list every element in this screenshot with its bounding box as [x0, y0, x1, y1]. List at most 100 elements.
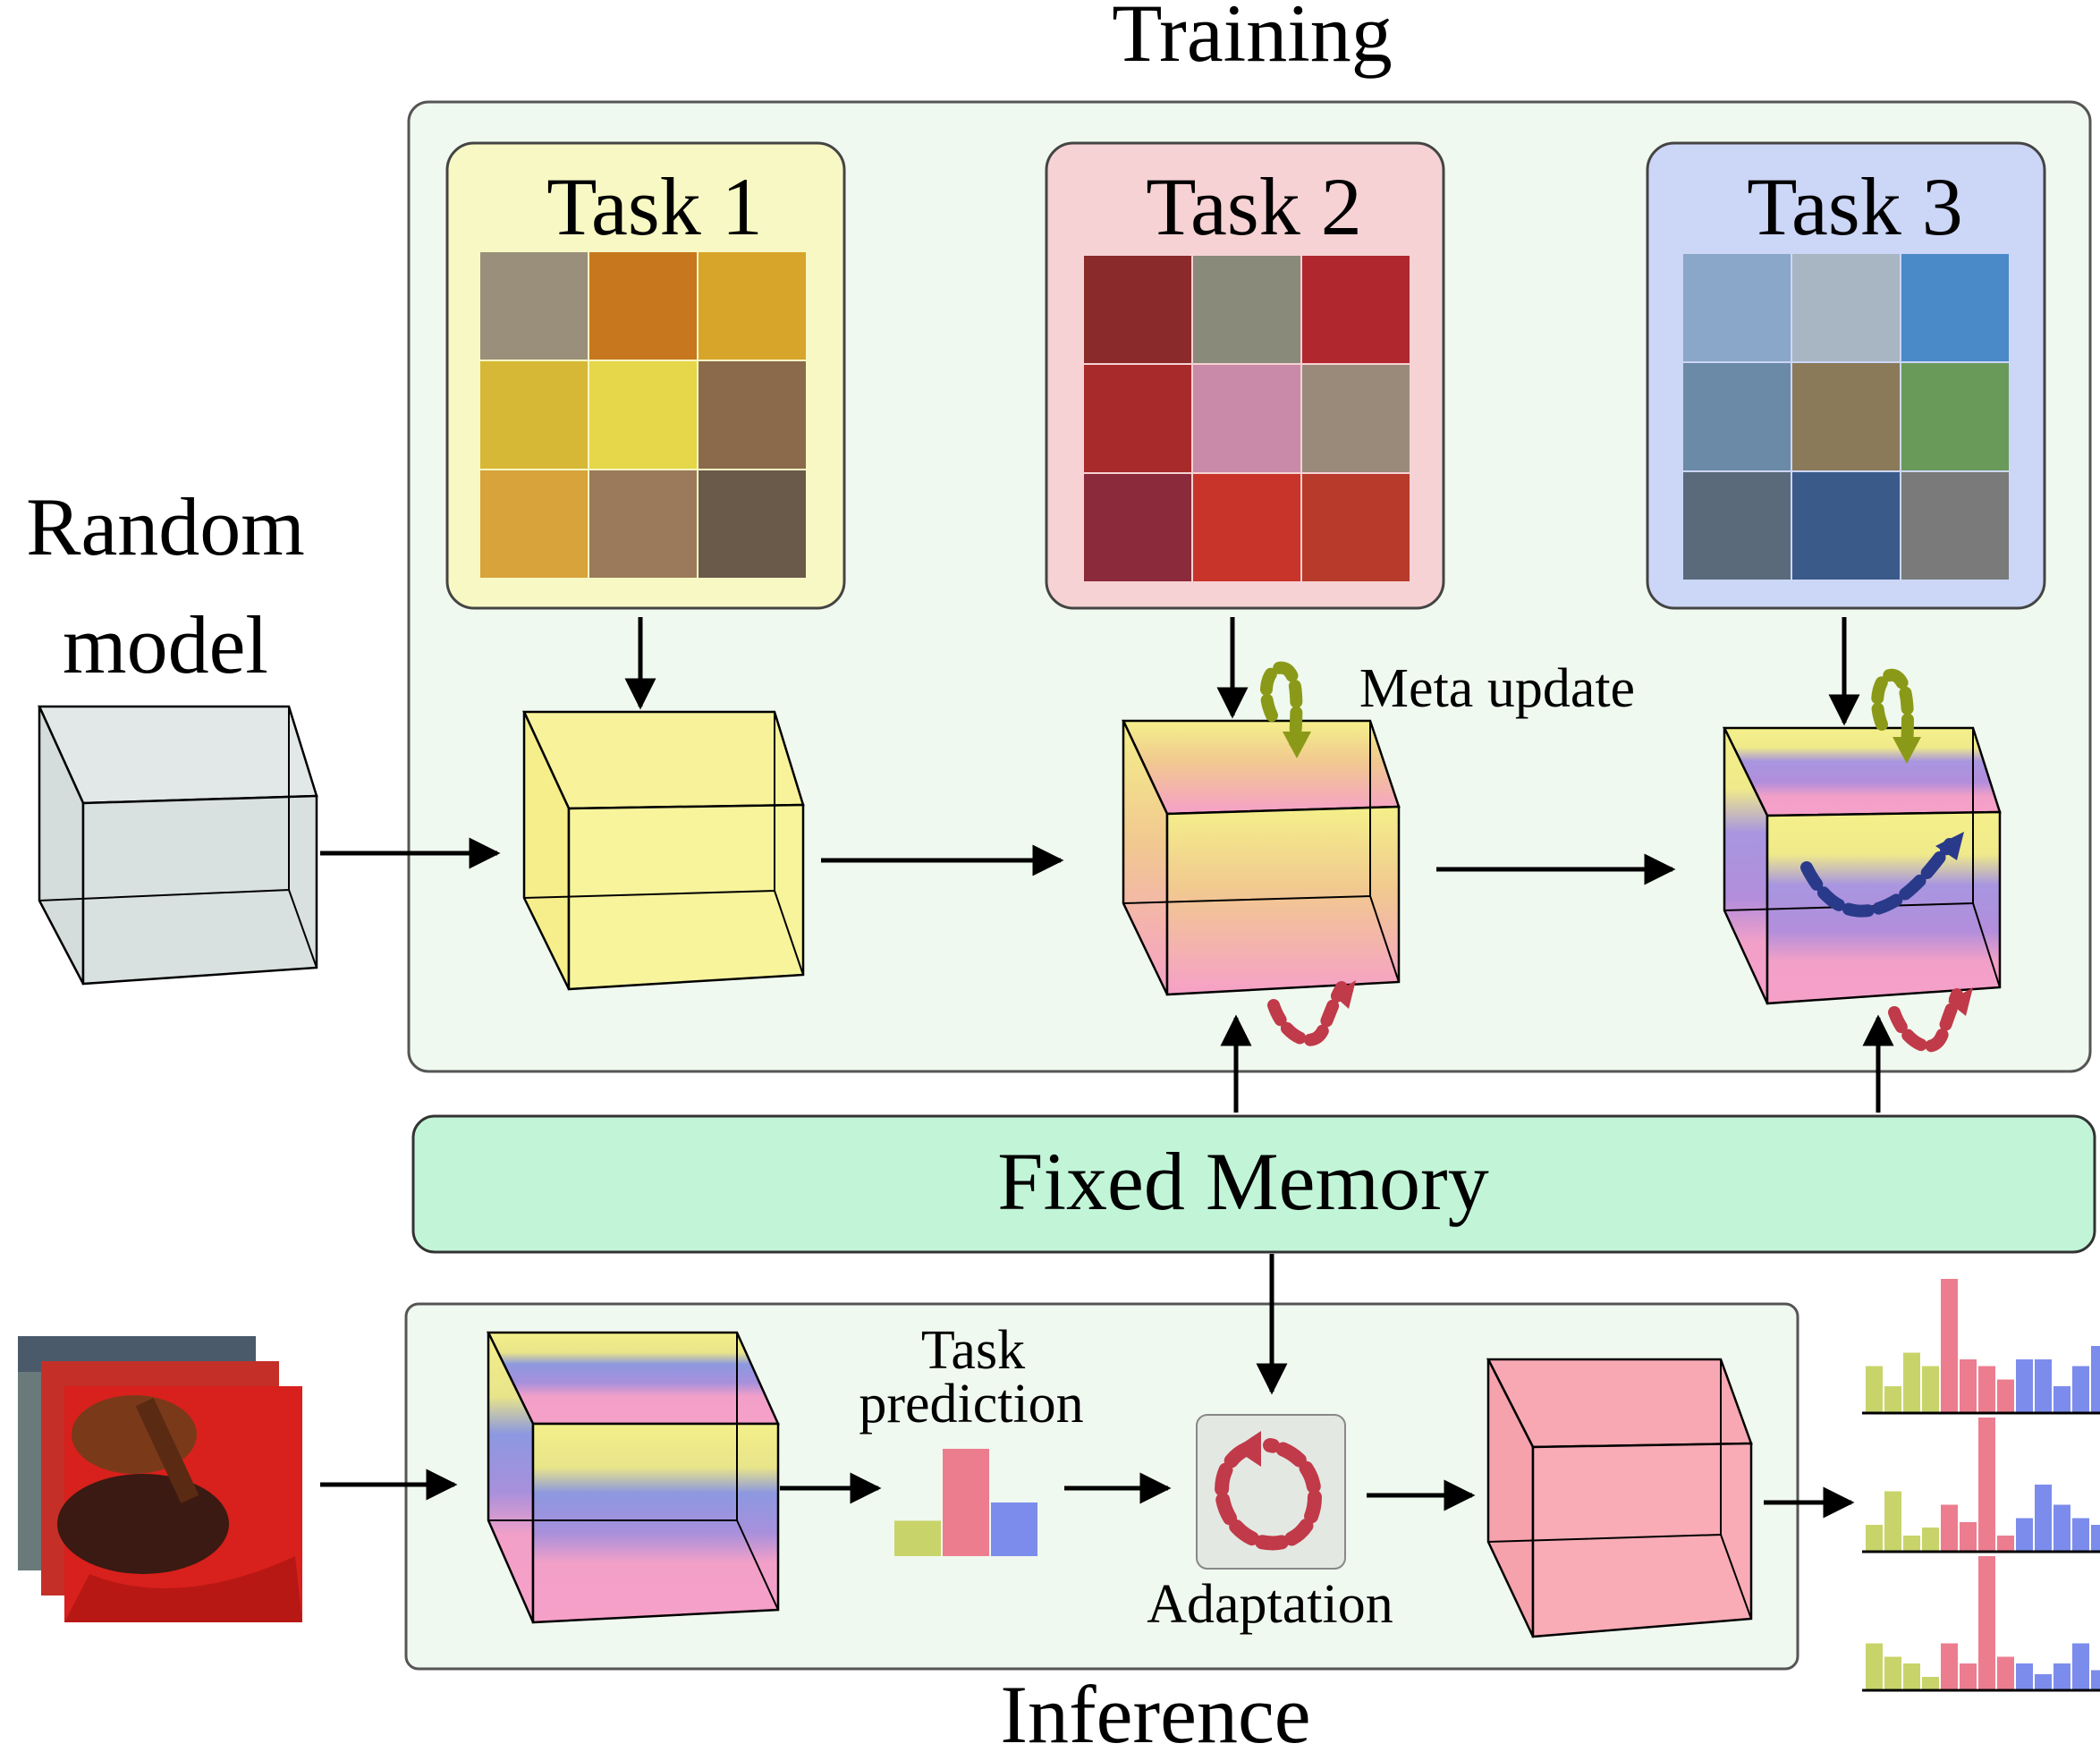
- output-histogram-bar: [2091, 1670, 2100, 1690]
- output-histogram-bar: [2035, 1674, 2052, 1690]
- meta-update-green-arrow-task2: [1259, 661, 1303, 749]
- output-histogram-bar: [1922, 1528, 1939, 1552]
- training-title: Training: [1112, 0, 1393, 79]
- task-image-thumbnail: [480, 470, 588, 578]
- output-histogram-bar: [2035, 1485, 2052, 1552]
- output-histogram-bar: [1960, 1359, 1977, 1413]
- task-image-thumbnail: [1193, 365, 1300, 472]
- task-image-thumbnail: [1683, 363, 1791, 470]
- task-title: Task 3: [1747, 161, 1962, 252]
- task-card-3: Task 3: [1646, 141, 2046, 610]
- output-histogram-bar: [1903, 1352, 1920, 1413]
- output-histogram-bar: [2053, 1386, 2070, 1413]
- output-histogram-bar: [2053, 1504, 2070, 1552]
- adaptation-label: Adaptation: [1147, 1574, 1393, 1635]
- output-histogram-bar: [1960, 1663, 1977, 1690]
- red-curly-arrow-task2: [1267, 981, 1348, 1046]
- output-histogram-bar: [1941, 1643, 1958, 1690]
- task-image-thumbnail: [1901, 363, 2009, 470]
- output-histogram: [1862, 1418, 2100, 1553]
- output-histogram-bar: [1866, 1525, 1883, 1552]
- task-image-thumbnail: [1901, 254, 2009, 361]
- output-histogram-bar: [1884, 1491, 1901, 1552]
- task-title: Task 2: [1146, 161, 1361, 252]
- task-prediction-bar: [943, 1449, 989, 1556]
- red-curly-arrowhead-task3: [1948, 987, 1973, 1016]
- task-image-thumbnail: [1193, 474, 1300, 581]
- output-histograms: [1862, 1279, 2100, 1692]
- model-cube-task2: [1122, 719, 1401, 996]
- model-cube-task3: [1722, 726, 2002, 1005]
- adaptation-cycle-arrowhead: [1234, 1431, 1261, 1467]
- task-image-thumbnail: [480, 361, 588, 469]
- task-image-thumbnail: [1084, 256, 1191, 363]
- output-histogram-bar: [1884, 1386, 1901, 1413]
- fixed-memory-label: Fixed Memory: [997, 1136, 1488, 1227]
- red-curly-arrow-task3: [1888, 988, 1963, 1053]
- output-histogram-bar: [2035, 1359, 2052, 1413]
- meta-update-green-arrowhead-task2: [1283, 732, 1311, 758]
- task-title: Task 1: [546, 161, 762, 252]
- output-histogram-bar: [2091, 1346, 2100, 1413]
- task-prediction-label-line2: prediction: [859, 1374, 1083, 1435]
- task-prediction-chart: [894, 1449, 1037, 1556]
- output-histogram-bar: [1997, 1656, 2014, 1690]
- blue-curly-arrowhead-task3: [1935, 832, 1964, 860]
- output-histogram-bar: [1922, 1366, 1939, 1413]
- task-card-1: Task 1: [445, 141, 846, 610]
- random-model-label-line1: Random: [26, 481, 305, 572]
- inference-title: Inference: [1000, 1669, 1310, 1752]
- task-image-thumbnail: [1302, 474, 1410, 581]
- output-histogram-bar: [2091, 1525, 2100, 1552]
- random-model-label-line2: model: [63, 599, 268, 690]
- meta-update-label: Meta update: [1359, 658, 1635, 719]
- task-image-thumbnail: [480, 252, 588, 360]
- output-histogram-bar: [1997, 1536, 2014, 1552]
- model-cube-task1: [522, 710, 805, 991]
- inference-adapted-cube: [1486, 1358, 1753, 1638]
- output-histogram: [1862, 1556, 2100, 1692]
- task-image-thumbnail: [1084, 474, 1191, 581]
- output-histogram-bar: [1978, 1366, 1995, 1413]
- output-histogram-bar: [2072, 1518, 2089, 1552]
- adaptation-cycle-icon: [1215, 1438, 1322, 1551]
- red-curly-arrowhead-task2: [1333, 980, 1356, 1009]
- output-histogram-bar: [2072, 1366, 2089, 1413]
- output-histogram-bar: [1941, 1504, 1958, 1552]
- task-prediction-bar: [894, 1520, 941, 1556]
- output-histogram-bar: [2053, 1663, 2070, 1690]
- output-histogram-bar: [1941, 1279, 1958, 1413]
- output-histogram-bar: [1903, 1536, 1920, 1552]
- meta-update-green-arrow-task3: [1871, 668, 1914, 754]
- task-image-thumbnail: [1683, 254, 1791, 361]
- output-histogram-bar: [2072, 1643, 2089, 1690]
- output-histogram-bar: [1978, 1418, 1995, 1552]
- task-image-thumbnail: [1084, 365, 1191, 472]
- output-histogram-bar: [1866, 1366, 1883, 1413]
- task-image-thumbnail: [589, 470, 697, 578]
- output-histogram-bar: [1903, 1663, 1920, 1690]
- output-histogram-bar: [1866, 1643, 1883, 1690]
- task-image-thumbnail: [699, 470, 806, 578]
- task-image-thumbnail: [699, 252, 806, 360]
- output-histogram-bar: [1960, 1522, 1977, 1552]
- output-histogram: [1862, 1279, 2100, 1415]
- task-image-thumbnail: [1302, 365, 1410, 472]
- task-image-thumbnail: [589, 361, 697, 469]
- task-image-thumbnail: [589, 252, 697, 360]
- output-histogram-bar: [2016, 1663, 2033, 1690]
- inference-multitask-cube: [486, 1331, 780, 1624]
- task-image-thumbnail: [1792, 363, 1900, 470]
- blue-curly-arrow-task3: [1800, 838, 1956, 918]
- task-image-thumbnail: [1193, 256, 1300, 363]
- task-card-2: Task 2: [1045, 141, 1445, 610]
- task-image-thumbnail: [699, 361, 806, 469]
- task-prediction-bar: [991, 1502, 1037, 1556]
- output-histogram-bar: [1997, 1379, 2014, 1413]
- output-histogram-bar: [2016, 1518, 2033, 1552]
- fixed-memory-box: [411, 1114, 2096, 1254]
- input-image-stack: [18, 1336, 302, 1622]
- task-image-thumbnail: [1683, 472, 1791, 580]
- output-histogram-bar: [1922, 1677, 1939, 1690]
